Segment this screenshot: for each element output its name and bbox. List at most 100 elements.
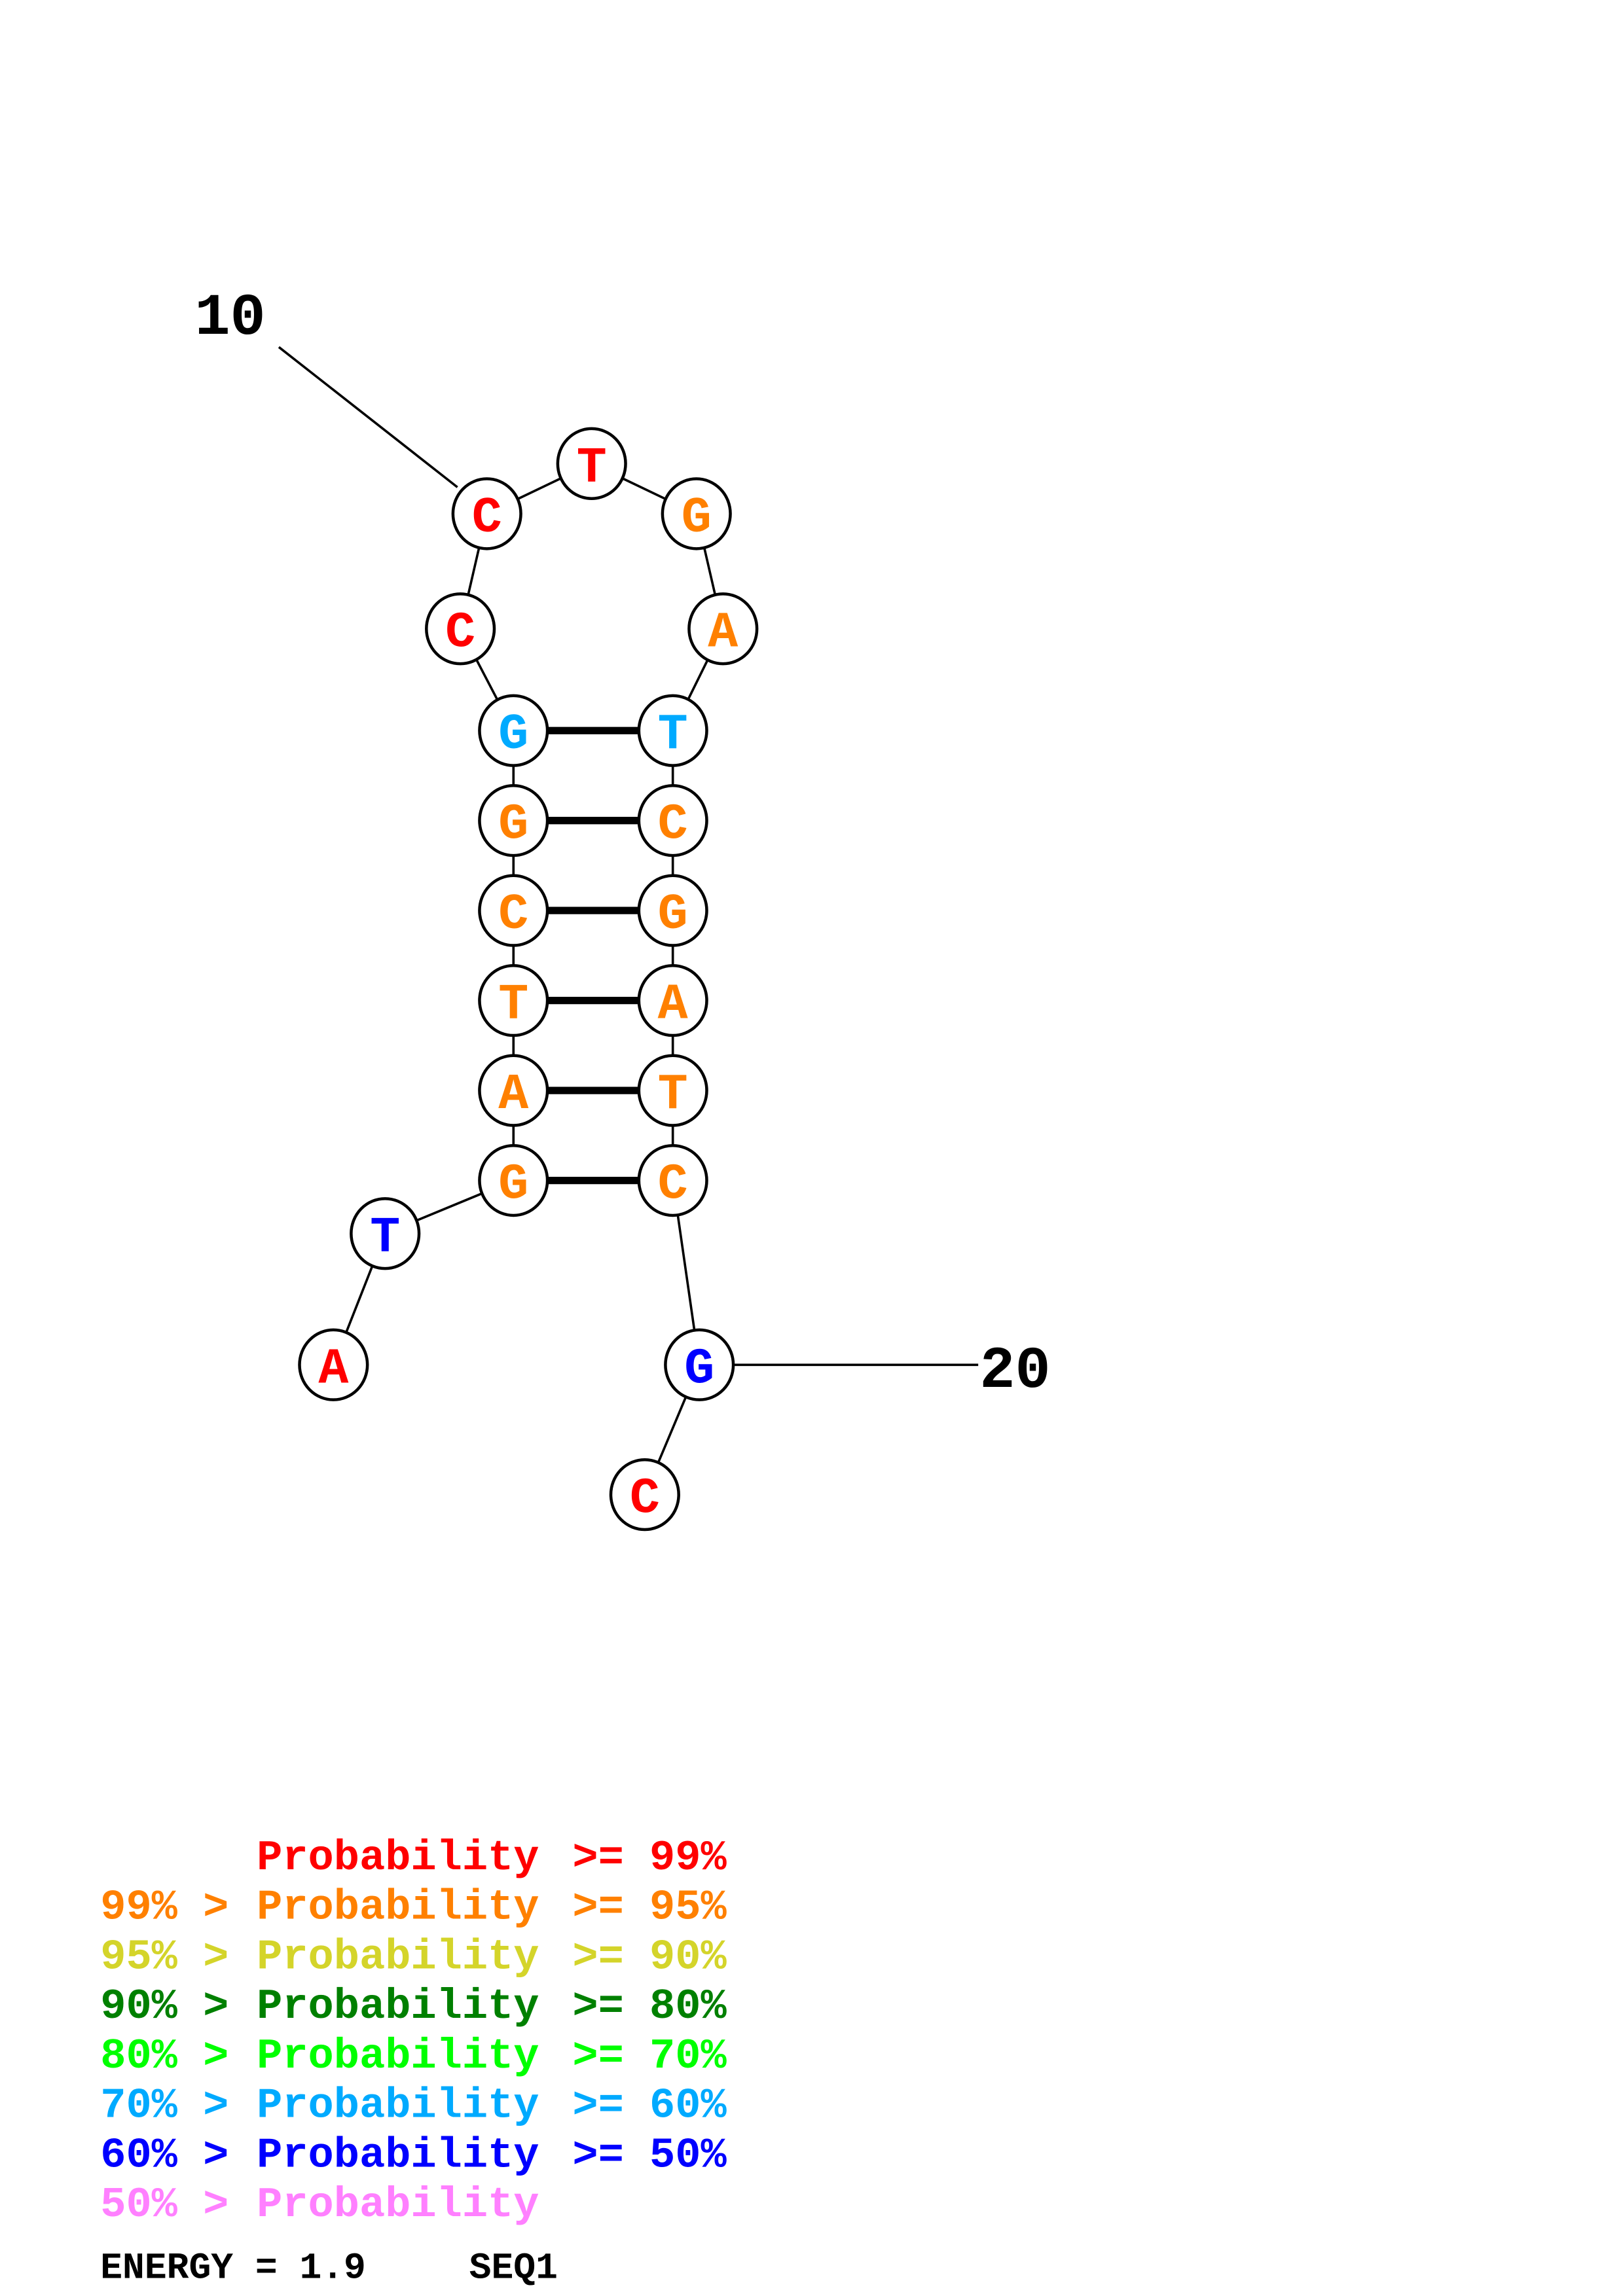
nucleotide-t: T bbox=[350, 1197, 421, 1270]
legend-suffix: >= 95% bbox=[572, 1884, 727, 1932]
legend-prefix: 70% > bbox=[100, 2082, 228, 2130]
legend-row: 80% > Probability >= 70% bbox=[100, 2032, 727, 2081]
nucleotide-base: T bbox=[577, 440, 607, 497]
nucleotide-circle bbox=[350, 1197, 421, 1270]
nucleotide-c: C bbox=[609, 1458, 680, 1532]
nucleotide-g: G bbox=[664, 1328, 735, 1401]
nucleotide-base: A bbox=[658, 977, 688, 1034]
nucleotide-a: A bbox=[478, 1054, 549, 1127]
nucleotide-base: G bbox=[658, 887, 688, 944]
position-label-line bbox=[278, 346, 458, 488]
legend-row: 70% > Probability >= 60% bbox=[100, 2082, 727, 2130]
nucleotide-base: G bbox=[498, 707, 528, 764]
nucleotide-c: C bbox=[451, 477, 522, 550]
nucleotide-circle bbox=[637, 694, 708, 767]
nucleotide-circle bbox=[661, 477, 732, 550]
nucleotide-circle bbox=[478, 694, 549, 767]
legend-label: Probability bbox=[257, 1982, 539, 2031]
nucleotide-base: A bbox=[318, 1341, 348, 1398]
nucleotide-circle bbox=[425, 592, 496, 666]
legend-prefix: 95% > bbox=[100, 1933, 228, 1981]
nucleotide-t: T bbox=[637, 694, 708, 767]
nucleotide-circle bbox=[478, 1143, 549, 1217]
legend-label: Probability bbox=[257, 1834, 539, 1882]
nucleotide-t: T bbox=[556, 427, 627, 500]
nucleotide-circle bbox=[451, 477, 522, 550]
legend-label: Probability bbox=[257, 2181, 539, 2229]
legend-suffix: >= 60% bbox=[572, 2082, 727, 2130]
legend-prefix: 60% > bbox=[100, 2131, 228, 2179]
nucleotide-base: C bbox=[472, 490, 502, 547]
energy-label: ENERGY = 1.9 bbox=[100, 2247, 366, 2289]
nucleotide-circle bbox=[478, 784, 549, 857]
legend-row: 90% > Probability >= 80% bbox=[100, 1982, 727, 2031]
legend-suffix: >= 99% bbox=[572, 1834, 727, 1882]
nucleotide-base: G bbox=[684, 1341, 714, 1398]
nucleotide-c: C bbox=[637, 784, 708, 857]
legend-suffix: >= 90% bbox=[572, 1933, 727, 1981]
nucleotide-c: C bbox=[478, 874, 549, 947]
nucleotide-circle bbox=[637, 1143, 708, 1217]
nucleotide-circle bbox=[478, 963, 549, 1037]
nucleotide-base: G bbox=[498, 1157, 528, 1214]
nucleotide-g: G bbox=[478, 784, 549, 857]
base-pair-bonds bbox=[547, 726, 639, 1185]
nucleotide-t: T bbox=[637, 1054, 708, 1127]
legend-row: 50% > Probability bbox=[100, 2181, 539, 2229]
nucleotide-base: T bbox=[370, 1210, 400, 1267]
legend-label: Probability bbox=[257, 1933, 539, 1981]
legend-suffix: >= 80% bbox=[572, 1982, 727, 2031]
legend-prefix: 80% > bbox=[100, 2032, 228, 2081]
nucleotide-base: C bbox=[658, 797, 688, 854]
nucleotide-base: A bbox=[498, 1067, 528, 1124]
nucleotide-base: T bbox=[658, 1067, 688, 1124]
nucleotide-base: A bbox=[708, 605, 738, 662]
legend-row: 95% > Probability >= 90% bbox=[100, 1933, 727, 1981]
nucleotide-circle bbox=[556, 427, 627, 500]
nucleotide-base: C bbox=[630, 1471, 660, 1528]
probability-legend: Probability>= 99%99% >Probability>= 95%9… bbox=[100, 1834, 727, 2229]
nucleotide-base: C bbox=[658, 1157, 688, 1214]
legend-suffix: >= 50% bbox=[572, 2131, 727, 2179]
nucleotide-t: T bbox=[478, 963, 549, 1037]
nucleotide-circle bbox=[637, 874, 708, 947]
nucleotide-base: C bbox=[445, 605, 475, 662]
legend-prefix: 50% > bbox=[100, 2181, 228, 2229]
nucleotide-g: G bbox=[637, 874, 708, 947]
legend-row: 99% > Probability >= 95% bbox=[100, 1884, 727, 1932]
nucleotide-c: C bbox=[425, 592, 496, 666]
legend-suffix: >= 70% bbox=[572, 2032, 727, 2081]
nucleotide-circle bbox=[637, 784, 708, 857]
nucleotide-circle bbox=[609, 1458, 680, 1532]
legend-label: Probability bbox=[257, 2131, 539, 2179]
nucleotide-g: G bbox=[478, 694, 549, 767]
nucleotide-c: C bbox=[637, 1143, 708, 1217]
nucleotide-a: A bbox=[637, 963, 708, 1037]
nucleotide-circle bbox=[478, 1054, 549, 1127]
footer: ENERGY = 1.9 SEQ1 bbox=[100, 2247, 558, 2289]
legend-prefix: 90% > bbox=[100, 1982, 228, 2031]
nucleotide-circle bbox=[298, 1328, 369, 1401]
legend-label: Probability bbox=[257, 1884, 539, 1932]
nucleotide-circle bbox=[478, 874, 549, 947]
nucleotide-a: A bbox=[298, 1328, 369, 1401]
nucleotide-base: T bbox=[658, 707, 688, 764]
nucleotide-circle bbox=[637, 963, 708, 1037]
position-label: 20 bbox=[979, 1338, 1050, 1405]
sequence-name: SEQ1 bbox=[469, 2247, 558, 2289]
legend-prefix: 99% > bbox=[100, 1884, 228, 1932]
legend-label: Probability bbox=[257, 2032, 539, 2081]
nucleotide-base: G bbox=[682, 490, 712, 547]
nucleotide-base: G bbox=[498, 797, 528, 854]
nucleotide-g: G bbox=[661, 477, 732, 550]
legend-row: 60% > Probability >= 50% bbox=[100, 2131, 727, 2179]
nucleotide-circle bbox=[687, 592, 759, 666]
nucleotide-circle bbox=[664, 1328, 735, 1401]
legend-label: Probability bbox=[257, 2082, 539, 2130]
nucleotide-base: T bbox=[498, 977, 528, 1034]
nucleotide-g: G bbox=[478, 1143, 549, 1217]
legend-row: Probability >= 99% bbox=[257, 1834, 727, 1882]
nucleotide-a: A bbox=[687, 592, 759, 666]
